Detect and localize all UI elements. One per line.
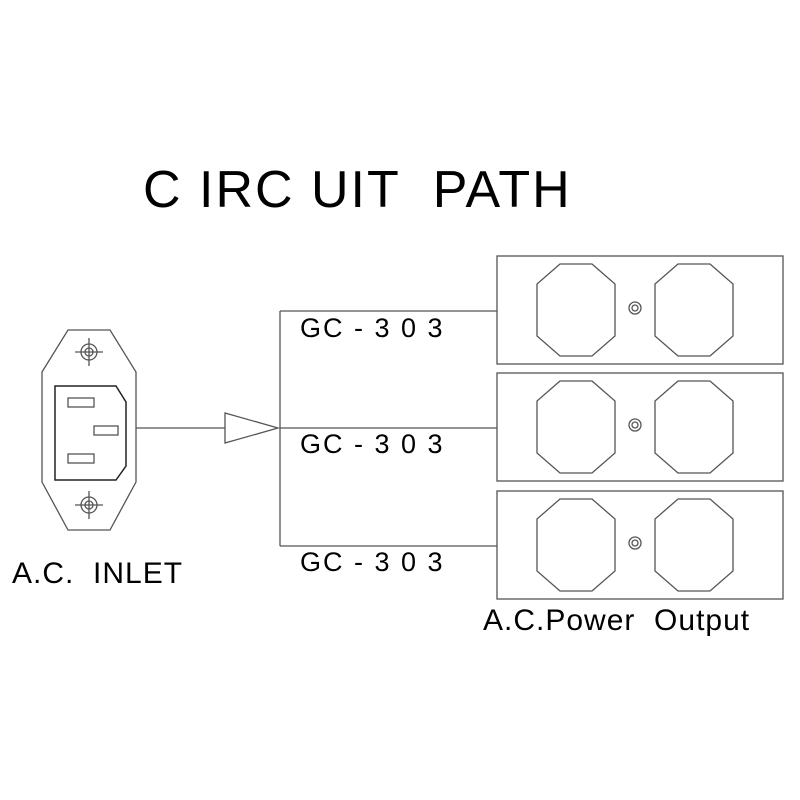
inlet-screw-bottom-icon	[75, 491, 103, 519]
outlet-receptacle-left	[536, 263, 616, 357]
inlet-label: A.C. INLET	[12, 557, 183, 590]
arrow-icon	[224, 412, 281, 444]
wire-label-3: GC - 3 0 3	[300, 547, 445, 577]
outlet-receptacle-left	[536, 380, 616, 474]
outlet-panel-3	[496, 490, 784, 600]
inlet-pin-bottom	[67, 453, 95, 464]
wire-label-1: GC - 3 0 3	[300, 313, 445, 343]
outlet-panel-2	[496, 372, 784, 482]
ac-inlet-icon	[41, 329, 137, 531]
output-label: A.C.Power Output	[483, 604, 750, 637]
outlet-screw-icon	[628, 418, 642, 432]
inlet-pin-ground	[93, 425, 119, 436]
inlet-pin-top	[67, 397, 95, 408]
outlet-screw-icon	[628, 301, 642, 315]
wiring	[136, 310, 497, 547]
wire-label-2: GC - 3 0 3	[300, 429, 445, 459]
inlet-socket	[54, 385, 127, 481]
diagram-title: C IRC UIT PATH	[143, 161, 572, 219]
inlet-screw-top-icon	[75, 338, 103, 366]
outlet-receptacle-right	[654, 498, 734, 592]
inlet-flange	[41, 329, 137, 531]
outlet-receptacle-right	[654, 263, 734, 357]
outlet-screw-icon	[628, 536, 642, 550]
outlet-panel-1	[496, 255, 784, 365]
outlet-receptacle-left	[536, 498, 616, 592]
outlet-receptacle-right	[654, 380, 734, 474]
